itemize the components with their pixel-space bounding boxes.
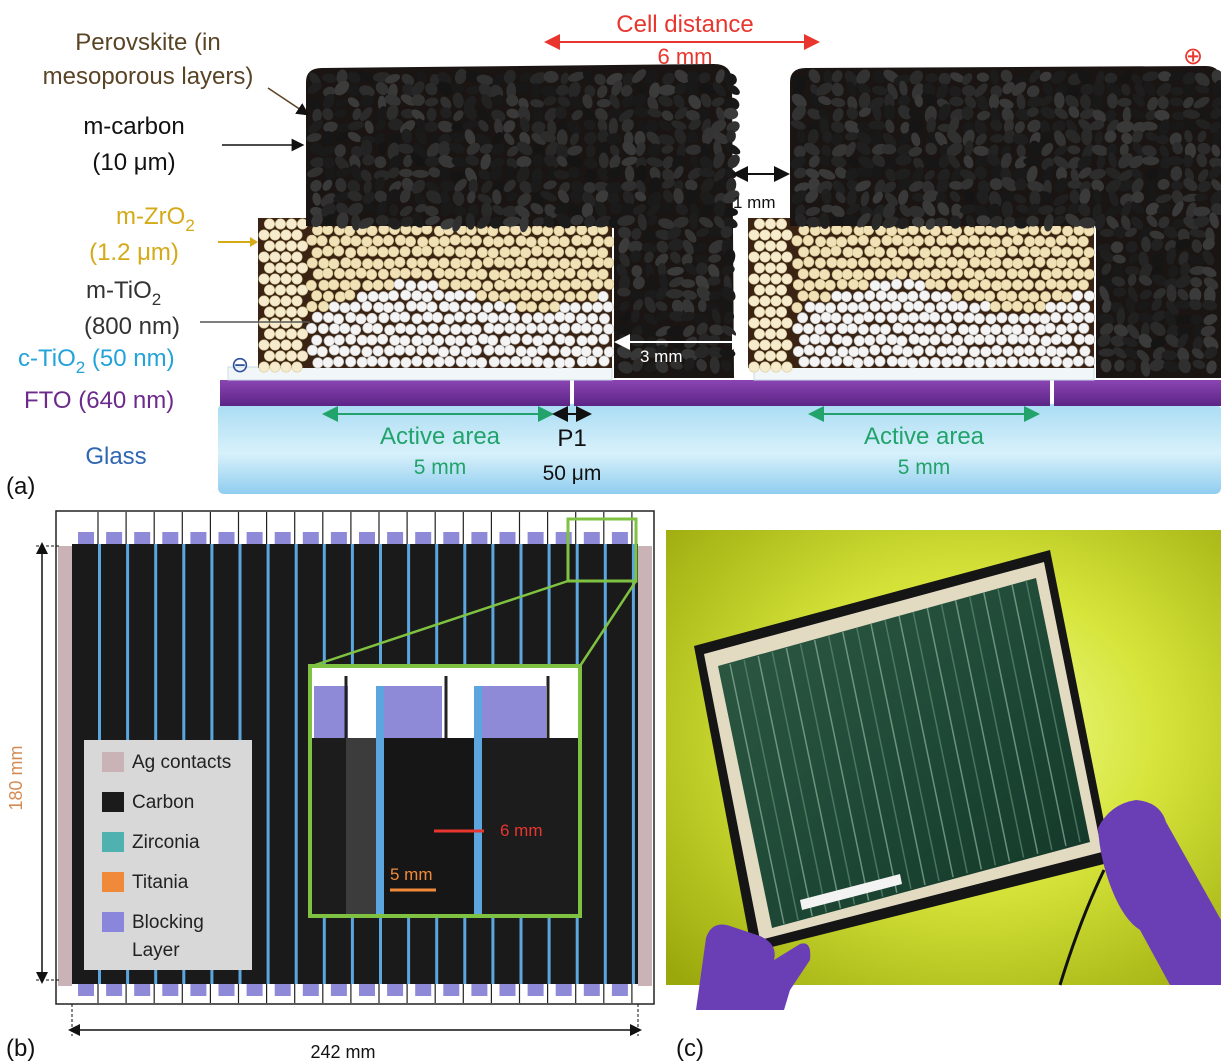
p1-label: P1	[557, 425, 586, 452]
zro2-label: m-ZrO2	[116, 203, 195, 235]
solar-module-photo	[694, 550, 1112, 952]
legend-swatch	[102, 792, 124, 812]
panel-a: Cell distance 6 mm ⊕ ⊖ 1 mm 3 mm Perovsk…	[6, 11, 1221, 500]
legend-swatch	[102, 872, 124, 892]
cell-2	[748, 66, 1221, 378]
ag-contact-left	[58, 546, 72, 986]
ctio2-label: c-TiO2 (50 nm)	[18, 345, 175, 377]
active-area-2-label: Active area	[864, 423, 985, 450]
panel-c-label: (c)	[676, 1035, 704, 1062]
legend-label: Ag contacts	[132, 752, 231, 773]
gap-label: 1 mm	[733, 193, 776, 212]
zro2-label-line2: (1.2 μm)	[89, 239, 179, 266]
cell-distance-label: Cell distance	[616, 11, 753, 38]
active-area-2-value: 5 mm	[898, 456, 951, 479]
perovskite-label-line2: mesoporous layers)	[43, 63, 254, 90]
overlap-label: 3 mm	[640, 347, 683, 366]
panel-c: (c)	[666, 530, 1221, 1062]
legend-label: Zirconia	[132, 832, 200, 853]
positive-terminal-symbol: ⊕	[1183, 43, 1203, 70]
legend-label-line2: Layer	[132, 940, 180, 961]
zoom-inset: 6 mm 5 mm	[308, 664, 582, 918]
fto-layer-mid	[574, 380, 1050, 406]
legend-label: Titania	[132, 872, 189, 893]
glass-substrate	[218, 404, 1221, 494]
legend-label: Carbon	[132, 792, 194, 813]
carbon-label: m-carbon	[83, 113, 184, 140]
carbon-particles-2	[790, 68, 1221, 377]
fto-layer-left	[220, 380, 570, 406]
width-label: 242 mm	[310, 1042, 375, 1062]
inset-red-label: 6 mm	[500, 821, 543, 840]
fto-label: FTO (640 nm)	[24, 387, 174, 414]
fto-layer-right	[1054, 380, 1221, 406]
glass-label: Glass	[85, 443, 146, 470]
tio2-label: m-TiO2	[86, 277, 161, 309]
inset-orange-label: 5 mm	[390, 865, 433, 884]
height-label: 180 mm	[6, 745, 26, 810]
negative-terminal-symbol: ⊖	[231, 352, 249, 377]
panel-b-label: (b)	[6, 1035, 35, 1062]
right-glove	[1098, 800, 1221, 985]
zoom-source-box	[566, 517, 638, 583]
tio2-label-line2: (800 nm)	[84, 313, 180, 340]
perovskite-pointer	[267, 87, 310, 116]
legend-swatch	[102, 832, 124, 852]
legend-swatch	[102, 912, 124, 932]
legend: Ag contactsCarbonZirconiaTitaniaBlocking…	[102, 752, 231, 961]
ctio2-layer-right	[753, 366, 1095, 381]
legend-box	[84, 740, 252, 970]
perovskite-label: Perovskite (in	[75, 29, 220, 56]
zro2-particles-1	[258, 218, 615, 373]
zro2-particles-2	[748, 218, 1096, 373]
left-glove	[696, 924, 811, 1010]
p1-value: 50 μm	[543, 462, 602, 485]
carbon-label-line2: (10 μm)	[92, 149, 175, 176]
carbon-particles-1	[306, 68, 741, 374]
cell-1	[258, 64, 741, 378]
legend-swatch	[102, 752, 124, 772]
legend-label: Blocking	[132, 912, 204, 933]
active-area-1-label: Active area	[380, 423, 501, 450]
cable	[1058, 869, 1106, 986]
cell-distance-value: 6 mm	[658, 44, 713, 69]
panel-b: 180 mm 242 mm Ag contactsCarbonZirconiaT…	[6, 510, 655, 1062]
active-area-1-value: 5 mm	[414, 456, 467, 479]
panel-a-label: (a)	[6, 473, 35, 500]
ag-contact-right	[638, 546, 652, 986]
